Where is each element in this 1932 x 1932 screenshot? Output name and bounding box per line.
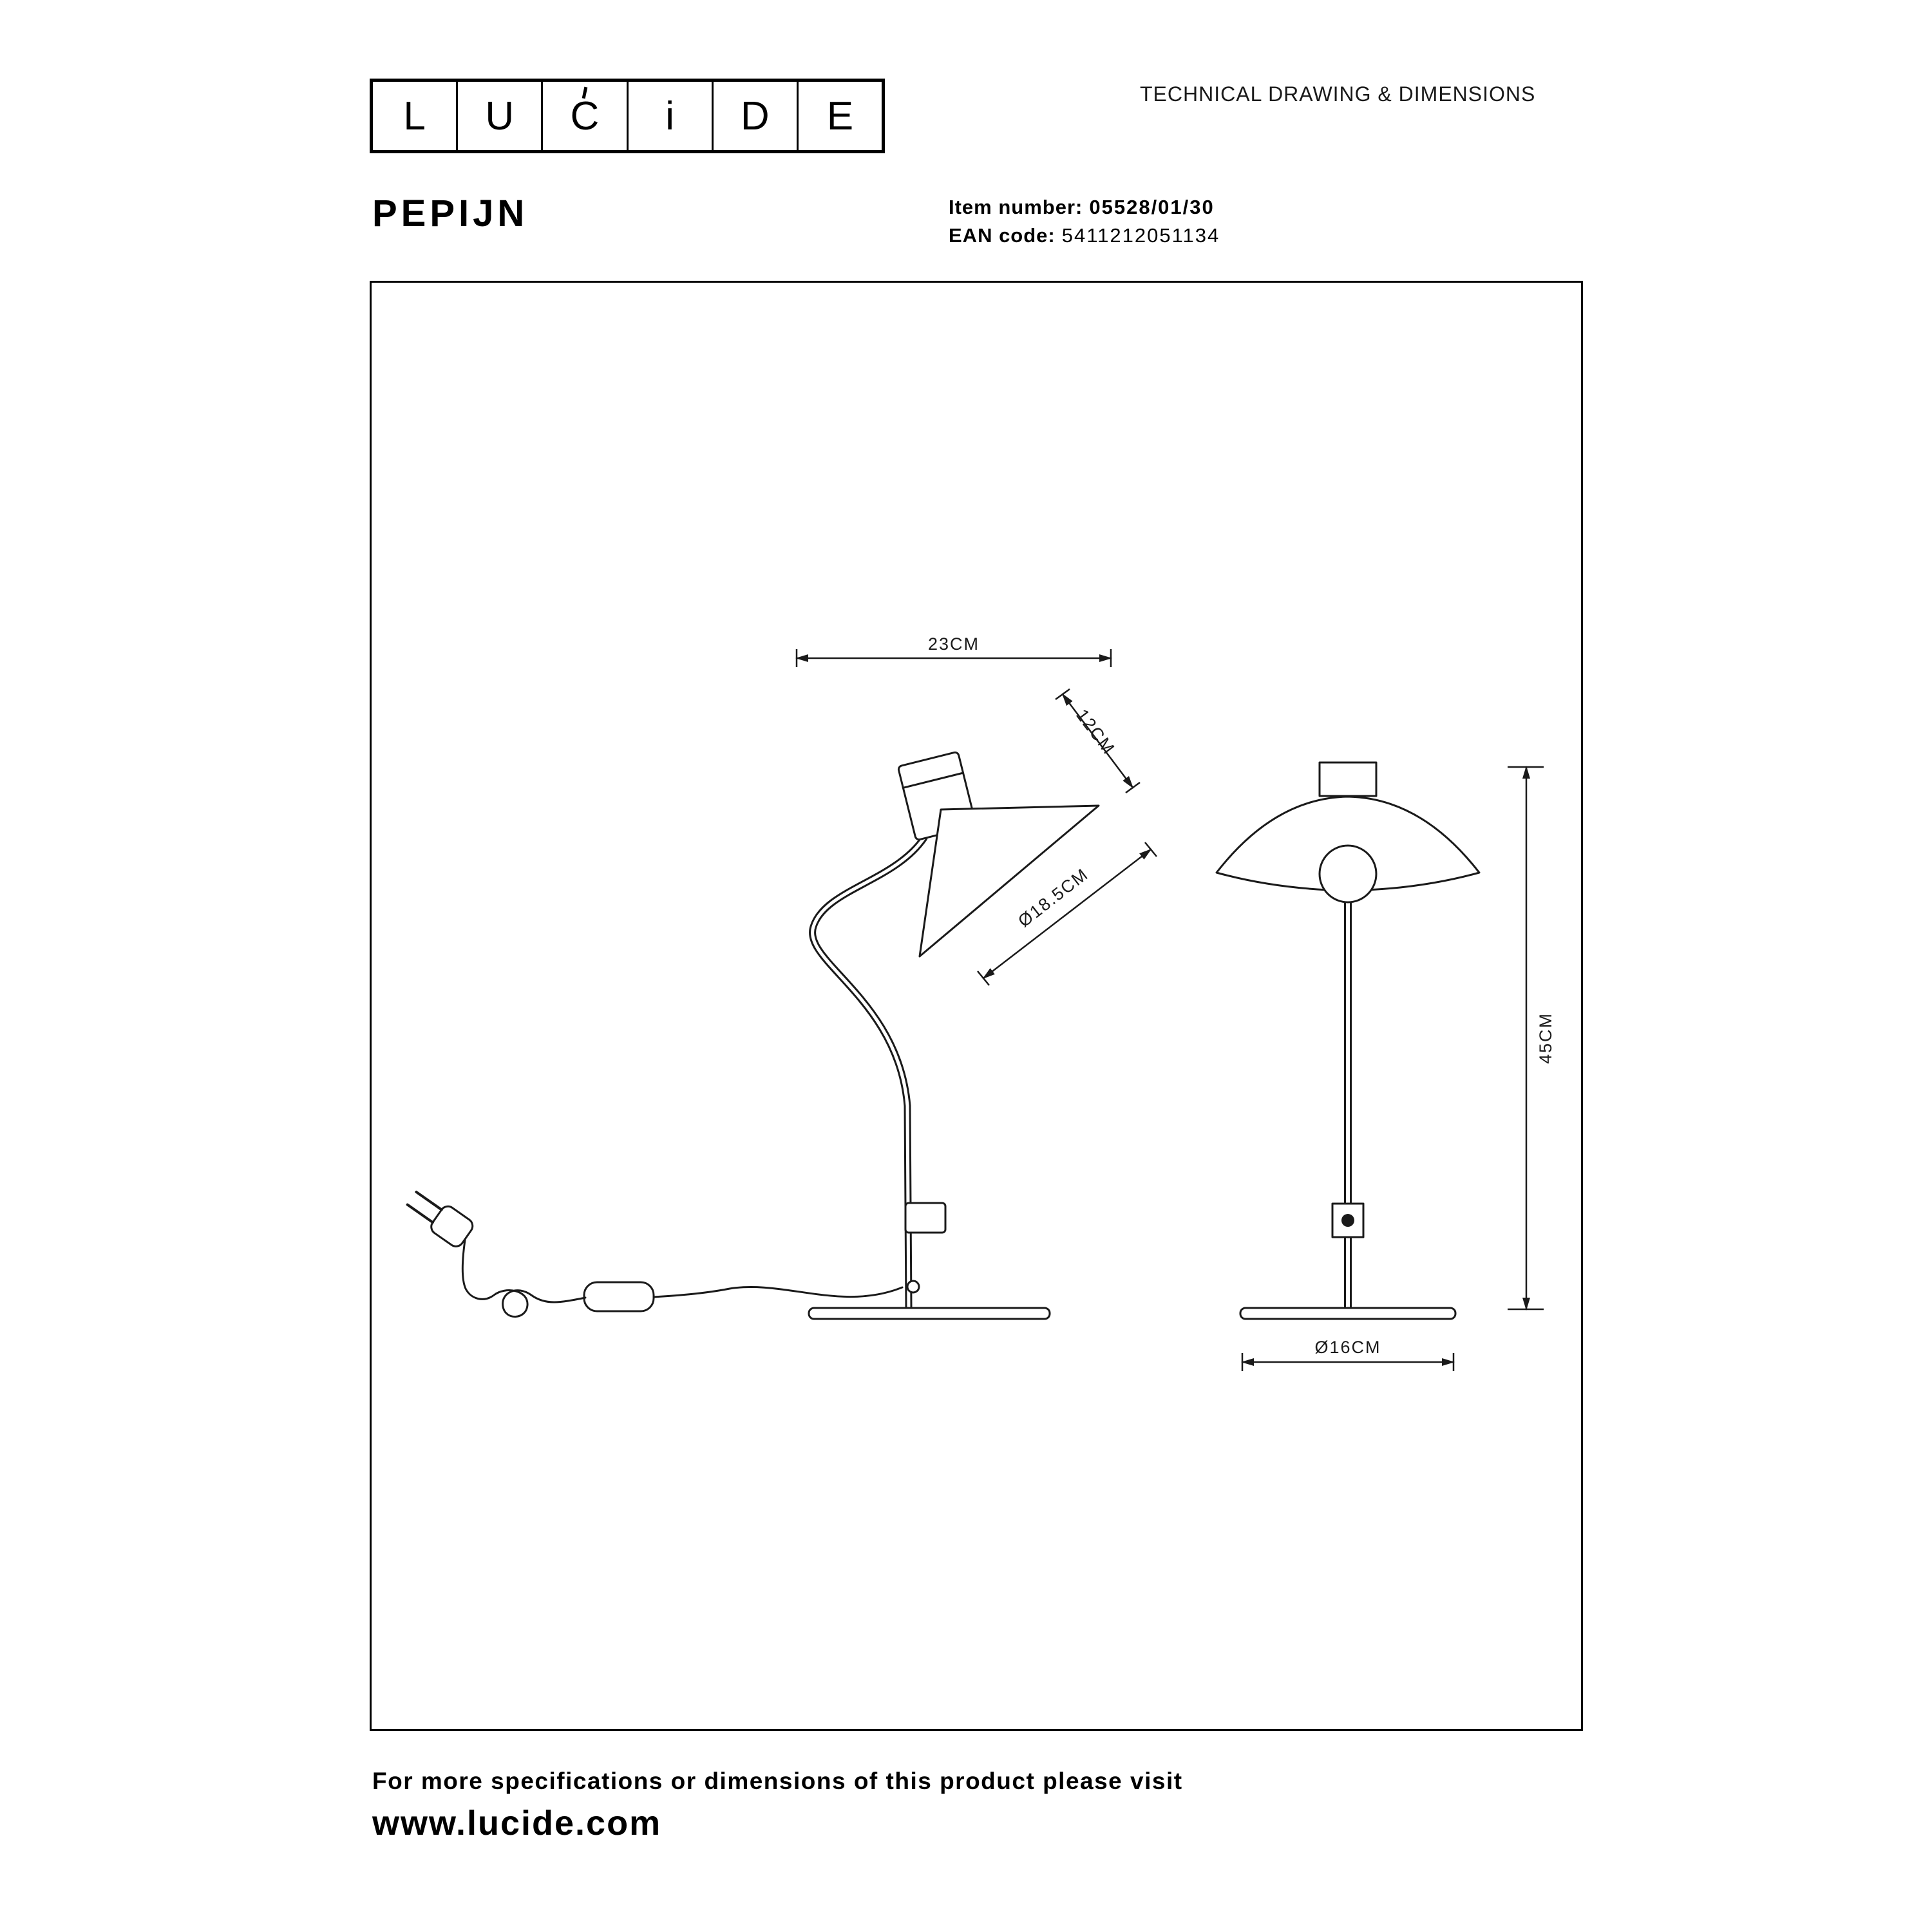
item-number-value: 05528/01/30 xyxy=(1089,196,1215,218)
front-view-lamp xyxy=(1215,761,1481,1320)
set-screw xyxy=(1341,1214,1354,1227)
lamp-shade-front xyxy=(1215,795,1481,892)
dim-base-diameter-label: Ø16CM xyxy=(1314,1338,1381,1357)
dim-shade-diameter-line xyxy=(982,848,1152,980)
dim-shade-depth-label: 12CM xyxy=(1072,706,1119,759)
ean-code-label: EAN code: xyxy=(949,224,1056,247)
product-identifiers: Item number: 05528/01/30 EAN code:5411212… xyxy=(949,193,1220,250)
power-cord-loops xyxy=(461,1235,587,1318)
logo-letter-d: D xyxy=(714,82,799,150)
logo-letter-c: C xyxy=(543,82,629,150)
logo-letter-e: E xyxy=(799,82,882,150)
lamp-arm-highlight xyxy=(811,836,926,1310)
website-link[interactable]: www.lucide.com xyxy=(372,1804,662,1842)
power-cord xyxy=(652,1285,904,1298)
dim-shade-diameter-label: Ø18.5CM xyxy=(1014,864,1092,931)
logo-letter: i xyxy=(665,93,674,138)
ean-code-value: 5411212051134 xyxy=(1061,224,1220,247)
dimension-lines xyxy=(795,649,1544,1371)
item-number-row: Item number: 05528/01/30 xyxy=(949,193,1220,222)
side-view-lamp xyxy=(406,751,1100,1320)
drawing-area: 23CM 12CM Ø18.5CM 45CM Ø16CM xyxy=(370,281,1583,1731)
logo-letter: U xyxy=(485,93,515,138)
dim-arm-reach-label: 23CM xyxy=(928,634,980,654)
logo-letter: E xyxy=(826,93,854,138)
product-name: PEPIJN xyxy=(372,193,529,234)
cord-grommet xyxy=(906,1280,920,1294)
technical-drawing-svg: 23CM 12CM Ø18.5CM 45CM Ø16CM xyxy=(406,634,1555,1371)
dim-height-label: 45CM xyxy=(1536,1012,1555,1064)
document-title: TECHNICAL DRAWING & DIMENSIONS xyxy=(1140,82,1536,106)
logo-letter-i: i xyxy=(629,82,714,150)
lamp-base-front xyxy=(1239,1307,1457,1320)
bulb xyxy=(1318,844,1378,904)
stem-switch xyxy=(904,1202,947,1234)
item-number-label: Item number: xyxy=(949,196,1083,218)
logo-letter: C xyxy=(570,93,600,138)
logo-letter-l: L xyxy=(373,82,459,150)
footer-note: For more specifications or dimensions of… xyxy=(372,1768,1183,1794)
lucide-logo: L U C i D E xyxy=(370,79,885,153)
ean-code-row: EAN code:5411212051134 xyxy=(949,222,1220,250)
logo-letter-u: U xyxy=(458,82,544,150)
logo-letter: D xyxy=(740,93,770,138)
lamp-base-side xyxy=(808,1307,1051,1320)
logo-letter: L xyxy=(403,93,426,138)
dimension-labels: 23CM 12CM Ø18.5CM 45CM Ø16CM xyxy=(928,634,1555,1357)
power-plug xyxy=(406,1190,474,1247)
front-socket xyxy=(1318,761,1378,797)
inline-connector xyxy=(583,1281,655,1312)
dim-shade-depth-line xyxy=(1061,693,1134,789)
